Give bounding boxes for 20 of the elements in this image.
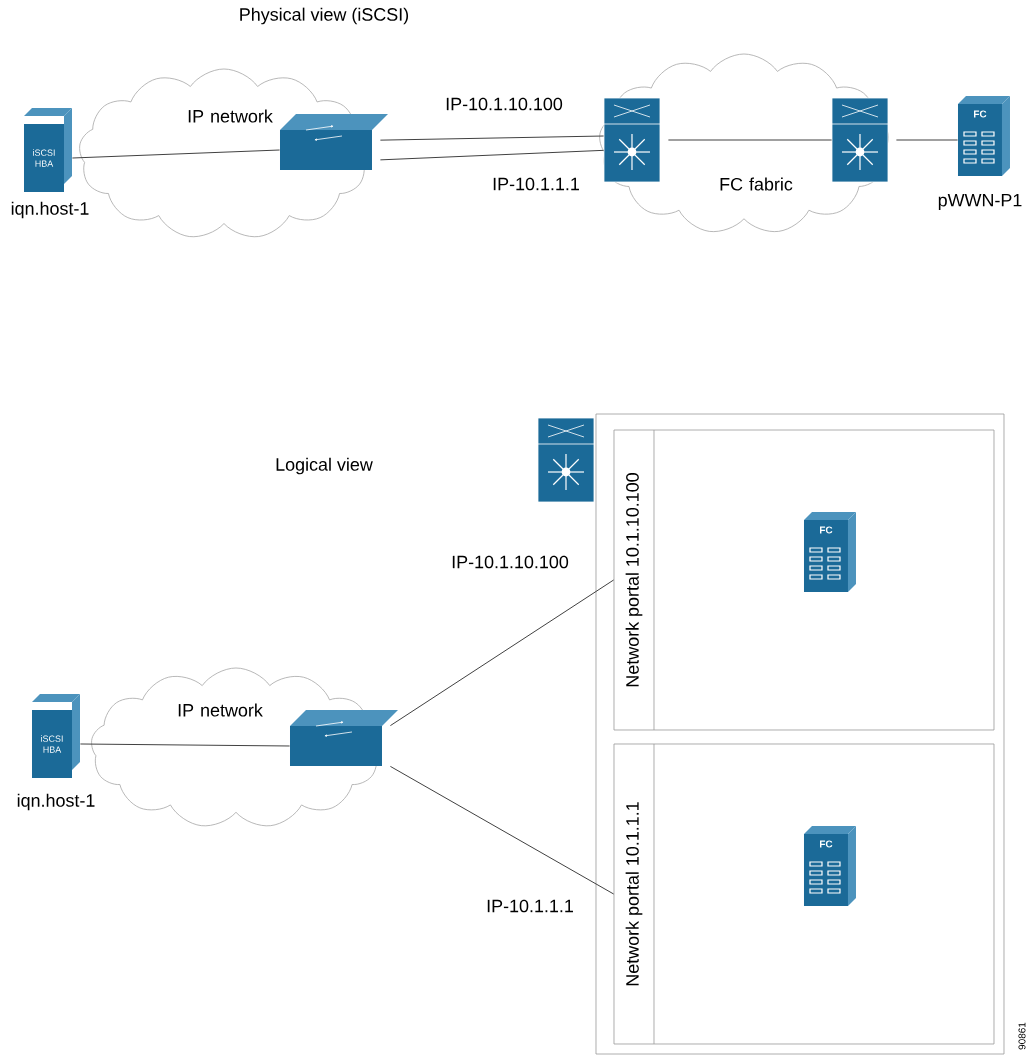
- edge-label: IP-10.1.10.100: [443, 95, 565, 113]
- connection-line: [667, 139, 833, 141]
- connection-line: [895, 139, 959, 141]
- connection-line: [379, 149, 605, 161]
- edge-label: IP-10.1.1.1: [484, 897, 576, 915]
- connection-line: [389, 579, 615, 727]
- switch-icon: [280, 114, 388, 170]
- connection-line: [389, 765, 615, 895]
- connection-line: [379, 135, 605, 141]
- view-title: Logical view: [276, 457, 373, 475]
- director-switch-icon: [831, 97, 889, 183]
- gateway-box: [595, 413, 1005, 1055]
- switch-icon: [290, 710, 398, 766]
- edge-label: IP-10.1.1.1: [490, 175, 582, 193]
- device-label: iqn.host-1: [17, 793, 95, 811]
- director-switch-icon: [603, 97, 661, 183]
- device-label: pWWN-P1: [938, 193, 1022, 211]
- view-title: Physical view (iSCSI): [240, 7, 409, 25]
- director-switch-icon: [537, 417, 595, 503]
- edge-label: IP-10.1.10.100: [449, 553, 571, 571]
